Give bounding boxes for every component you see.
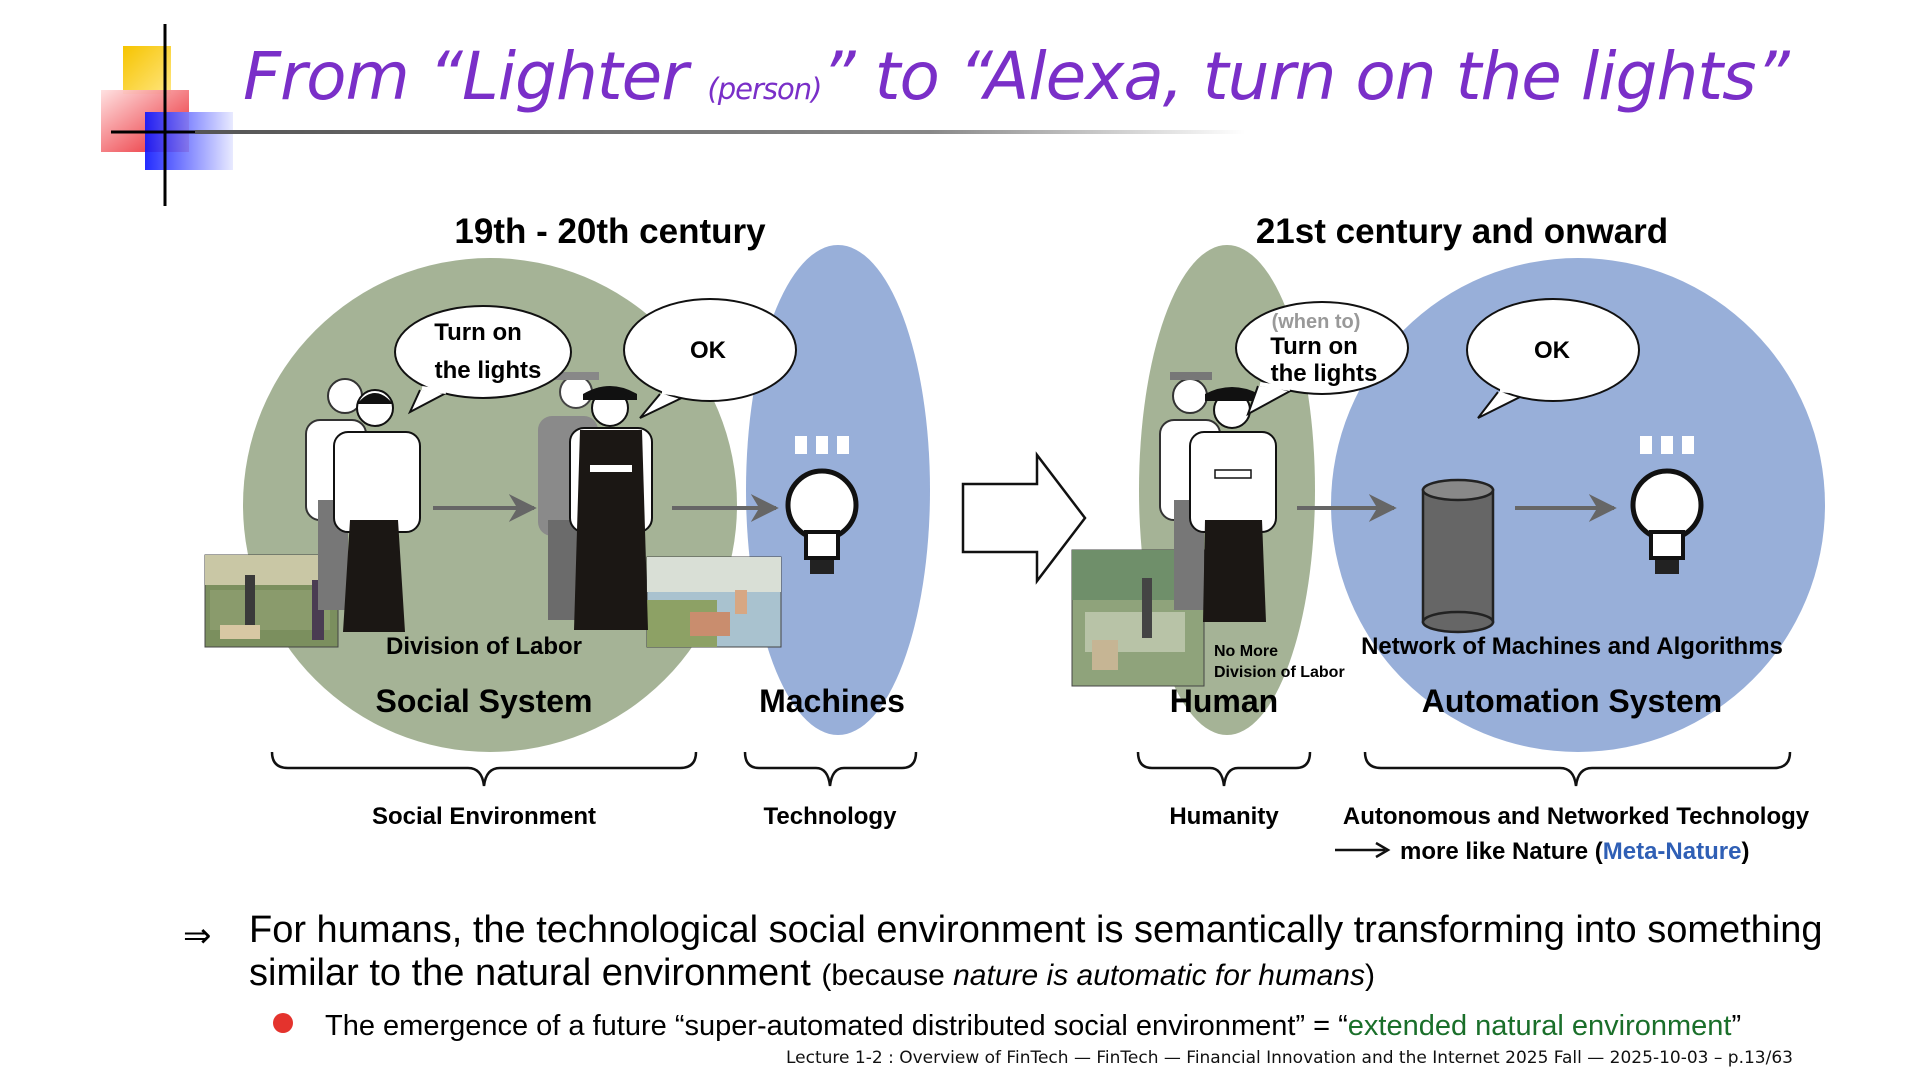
no-more-label-2: Division of Labor: [1214, 664, 1345, 681]
social-environment-label: Social Environment: [372, 803, 596, 830]
implies-arrow: ⇒: [183, 916, 212, 956]
network-label: Network of Machines and Algorithms: [1361, 633, 1783, 660]
svg-text:more like Nature (Meta-Nature): more like Nature (Meta-Nature): [1400, 838, 1749, 865]
human-label: Human: [1170, 683, 1278, 719]
svg-text:Turn on: Turn on: [434, 319, 522, 346]
svg-text:the lights: the lights: [1271, 360, 1378, 387]
svg-text:OK: OK: [1534, 337, 1571, 364]
division-of-labor-label: Division of Labor: [386, 633, 582, 660]
brace-autonomous-technology: [1365, 752, 1790, 786]
more-like-nature: more like Nature (Meta-Nature): [1335, 838, 1749, 865]
svg-text:OK: OK: [690, 337, 727, 364]
no-more-label-1: No More: [1214, 643, 1278, 660]
svg-text:the lights: the lights: [435, 357, 542, 384]
main-statement: For humans, the technological social env…: [249, 909, 1849, 997]
automation-system-label: Automation System: [1422, 683, 1722, 719]
sub-bullet: The emergence of a future “super-automat…: [325, 1010, 1741, 1043]
smart-speaker-icon: [1423, 480, 1493, 632]
extended-natural-environment: extended natural environment: [1348, 1010, 1732, 1042]
svg-text:Turn on: Turn on: [1270, 333, 1358, 360]
painting-bathers: [647, 557, 781, 647]
autonomous-technology-label: Autonomous and Networked Technology: [1343, 803, 1810, 830]
slide-footer: Lecture 1-2 : Overview of FinTech — FinT…: [786, 1048, 1793, 1068]
transition-arrow: [963, 455, 1085, 581]
brace-humanity: [1138, 752, 1310, 786]
bullet-dot: [273, 1013, 293, 1033]
left-heading: 19th - 20th century: [454, 212, 766, 251]
right-heading: 21st century and onward: [1256, 212, 1668, 251]
social-system-label: Social System: [376, 683, 593, 719]
technology-label: Technology: [764, 803, 898, 830]
meta-nature-term: Meta-Nature: [1603, 838, 1742, 865]
humanity-label: Humanity: [1169, 803, 1279, 830]
machines-label: Machines: [759, 683, 905, 719]
brace-social-environment: [272, 752, 696, 786]
svg-text:(when to): (when to): [1272, 311, 1361, 333]
brace-technology: [745, 752, 916, 786]
